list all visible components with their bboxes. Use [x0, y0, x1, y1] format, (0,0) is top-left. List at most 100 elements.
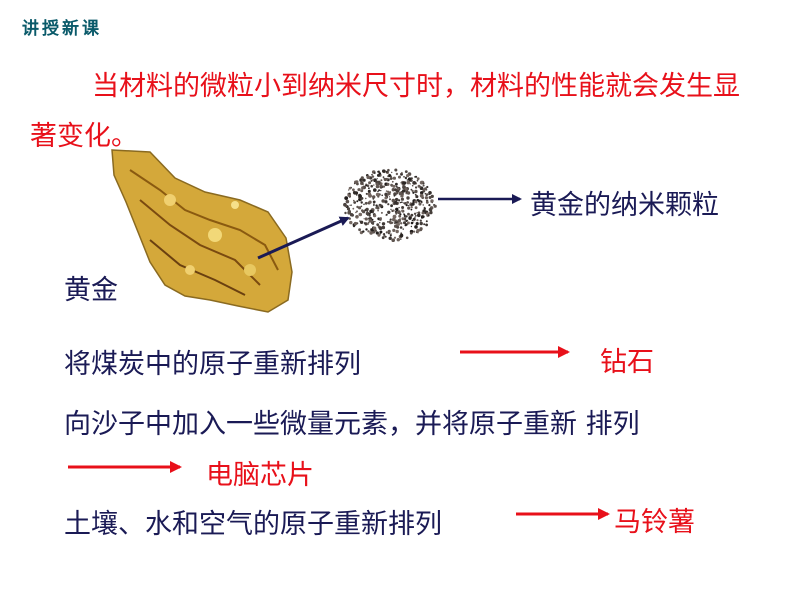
nanoparticle-dot	[391, 177, 393, 179]
nanoparticle-dot	[368, 194, 372, 198]
nanoparticle-dot	[400, 238, 402, 240]
nanoparticle-dot	[406, 219, 409, 221]
nanoparticle-dot	[379, 230, 383, 234]
nanoparticle-dot	[389, 233, 392, 236]
nanoparticle-dot	[358, 228, 361, 232]
nanoparticle-dot	[414, 176, 416, 178]
nanoparticle-dot	[406, 196, 410, 200]
nanoparticle-dot	[390, 208, 392, 211]
nanoparticle-dot	[378, 172, 382, 175]
nanoparticle-dot	[419, 193, 424, 198]
nanoparticle-dot	[390, 175, 393, 178]
nanoparticle-dot	[350, 204, 352, 206]
nanoparticle-dot	[383, 234, 386, 237]
nanoparticle-dot	[361, 180, 363, 182]
nanoparticle-dot	[409, 231, 413, 235]
nanoparticle-dot	[382, 169, 386, 173]
nanoparticle-dot	[362, 184, 364, 186]
nanoparticle-dot	[369, 209, 373, 213]
nanoparticle-dot	[360, 197, 364, 200]
nanoparticle-dot	[402, 181, 407, 185]
nanoparticle-dot	[417, 232, 419, 234]
nano-gold-label: 黄金的纳米颗粒	[530, 190, 719, 221]
result-diamond: 钻石	[600, 347, 654, 378]
nanoparticle-dot	[416, 198, 420, 202]
nanoparticle-dot	[419, 185, 422, 188]
nanoparticle-dot	[405, 215, 408, 218]
nanoparticle-dot	[348, 217, 351, 220]
nanoparticle-dot	[389, 198, 391, 201]
nanoparticle-dot	[346, 207, 351, 211]
nanoparticle-dot	[382, 185, 386, 188]
nanoparticle-dot	[398, 214, 402, 218]
nanoparticle-dot	[365, 211, 370, 216]
nanoparticle-dot	[414, 225, 418, 229]
nanoparticle-dot	[373, 188, 377, 192]
nanoparticle-dot	[388, 236, 392, 240]
nanoparticle-dot	[418, 202, 422, 206]
nanoparticle-dot	[413, 230, 416, 233]
nanoparticle-dot	[356, 205, 359, 209]
nanoparticle-dot	[377, 170, 380, 173]
nanoparticle-dot	[422, 184, 425, 187]
nanoparticle-dot	[405, 204, 408, 207]
nanoparticle-dot	[397, 187, 400, 191]
nanoparticle-dot	[398, 199, 401, 202]
nanoparticle-dot	[383, 178, 387, 182]
nugget-to-nano-arrow	[257, 216, 350, 260]
nanoparticle-dot	[361, 186, 365, 190]
nanoparticle-dot	[347, 210, 352, 215]
nanoparticle-dot	[362, 178, 366, 182]
nanoparticle-dot	[415, 215, 417, 217]
nanoparticle-dot	[396, 238, 400, 242]
nanoparticle-dot	[413, 212, 417, 215]
nanoparticle-dot	[344, 196, 349, 201]
nanoparticle-dot	[402, 228, 404, 230]
nanoparticle-dot	[380, 190, 382, 192]
nanoparticle-dot	[384, 200, 388, 203]
nanoparticle-dot	[377, 209, 379, 212]
nanoparticle-dot	[401, 194, 404, 197]
nanoparticle-dot	[387, 210, 391, 214]
nanoparticle-dot	[400, 222, 403, 225]
nanoparticle-dot	[401, 206, 405, 209]
nanoparticle-dot	[368, 214, 371, 217]
nanoparticle-dot	[414, 216, 416, 218]
nanoparticle-dot	[392, 184, 396, 188]
intro-paragraph: 当材料的微粒小到纳米尺寸时，材料的性能就会发生显著变化。	[30, 71, 740, 152]
nanoparticle-dot	[401, 174, 403, 176]
nanoparticle-dot	[355, 215, 359, 219]
nanoparticle-dot	[424, 192, 427, 195]
nanoparticle-dot	[412, 181, 417, 185]
nanoparticle-dot	[422, 182, 425, 185]
nanoparticle-dot	[420, 191, 424, 195]
nanoparticle-dot	[401, 209, 404, 212]
nanoparticle-dot	[430, 194, 434, 198]
nanoparticle-dot	[379, 217, 382, 220]
nanoparticle-dot	[372, 178, 375, 181]
nanoparticle-dot	[371, 175, 375, 178]
nanoparticle-dot	[358, 197, 360, 199]
nanoparticle-dot	[375, 182, 379, 186]
nanoparticle-dot	[387, 203, 390, 206]
nanoparticle-dot	[377, 173, 380, 176]
nanoparticle-dot	[403, 213, 405, 215]
nanoparticle-dot	[429, 210, 433, 215]
nanoparticle-dot	[431, 199, 433, 202]
nanoparticle-dot	[411, 189, 414, 193]
nanoparticle-dot	[363, 222, 366, 225]
nanoparticle-dot	[399, 188, 401, 190]
nanoparticle-dot	[379, 204, 383, 208]
nanoparticle-dot	[374, 220, 376, 223]
nanoparticle-dot	[353, 199, 355, 202]
nanoparticle-dot	[420, 200, 423, 203]
nanoparticle-dot	[348, 186, 352, 190]
nanoparticle-dot	[368, 212, 371, 215]
nanoparticle-dot	[402, 189, 406, 193]
nanoparticle-dot	[410, 225, 413, 228]
nanoparticle-dot	[395, 212, 398, 215]
nanoparticle-dot	[365, 197, 367, 200]
nanoparticle-dot	[411, 219, 414, 222]
nanoparticle-dot	[391, 221, 394, 224]
nanoparticle-dot	[364, 201, 368, 205]
